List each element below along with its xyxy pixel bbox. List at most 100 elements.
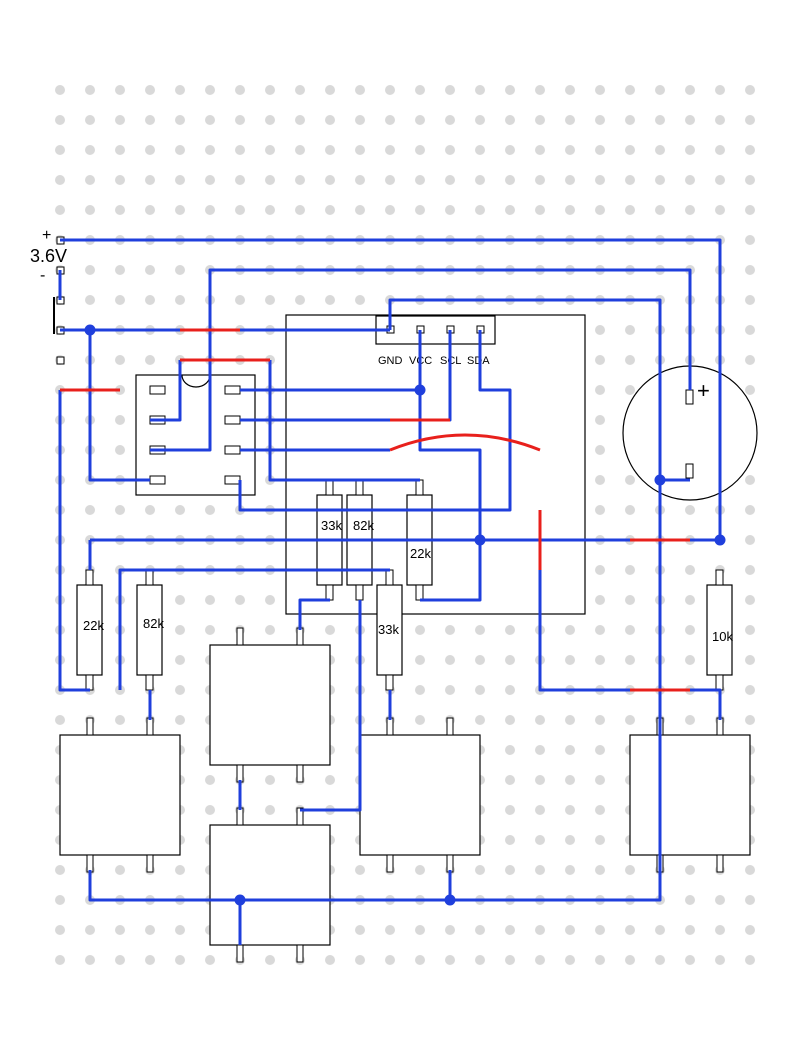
module-a <box>59 717 181 873</box>
board-hole <box>565 925 575 935</box>
board-hole <box>205 775 215 785</box>
board-hole <box>145 265 155 275</box>
ic-pin <box>224 415 241 425</box>
resistor-r5-value: 82k <box>143 616 164 631</box>
board-hole <box>565 865 575 875</box>
board-hole <box>475 625 485 635</box>
board-hole <box>565 175 575 185</box>
board-hole <box>355 925 365 935</box>
board-hole <box>145 355 155 365</box>
board-hole <box>505 685 515 695</box>
board-hole <box>625 115 635 125</box>
board-hole <box>625 655 635 665</box>
board-hole <box>175 595 185 605</box>
junction-dot <box>84 324 96 336</box>
board-hole <box>265 595 275 605</box>
board-hole <box>175 265 185 275</box>
board-hole <box>505 745 515 755</box>
board-hole <box>265 295 275 305</box>
board-hole <box>175 925 185 935</box>
board-hole <box>535 115 545 125</box>
board-hole <box>205 625 215 635</box>
board-hole <box>85 175 95 185</box>
board-hole <box>205 115 215 125</box>
board-hole <box>145 505 155 515</box>
board-hole <box>535 175 545 185</box>
board-hole <box>55 175 65 185</box>
board-hole <box>325 295 335 305</box>
board-hole <box>355 865 365 875</box>
board-hole <box>655 955 665 965</box>
board-hole <box>475 655 485 665</box>
board-hole <box>745 475 755 485</box>
board-hole <box>475 685 485 695</box>
module-d <box>359 717 481 873</box>
board-hole <box>595 505 605 515</box>
board-hole <box>115 175 125 185</box>
board-hole <box>745 385 755 395</box>
board-hole <box>295 85 305 95</box>
junction-dot <box>714 534 726 546</box>
board-hole <box>175 175 185 185</box>
junctions <box>84 324 726 906</box>
board-hole <box>625 85 635 95</box>
board-hole <box>175 115 185 125</box>
board-hole <box>415 205 425 215</box>
board-hole <box>655 205 665 215</box>
board-hole <box>385 145 395 155</box>
board-hole <box>565 955 575 965</box>
board-hole <box>685 505 695 515</box>
board-hole <box>355 115 365 125</box>
board-hole <box>745 925 755 935</box>
board-hole <box>745 175 755 185</box>
board-hole <box>295 295 305 305</box>
board-hole <box>595 475 605 485</box>
resistor-r3-value: 22k <box>410 546 431 561</box>
board-hole <box>205 805 215 815</box>
board-hole <box>445 655 455 665</box>
board-hole <box>625 385 635 395</box>
board-hole <box>595 85 605 95</box>
board-hole <box>355 295 365 305</box>
board-hole <box>565 715 575 725</box>
board-hole <box>175 625 185 635</box>
board-hole <box>265 955 275 965</box>
board-hole <box>145 175 155 185</box>
resistor-r1-value: 33k <box>321 518 342 533</box>
board-hole <box>745 325 755 335</box>
board-hole <box>745 85 755 95</box>
board-hole <box>535 145 545 155</box>
wire <box>238 330 512 512</box>
board-hole <box>325 625 335 635</box>
board-hole <box>655 85 665 95</box>
board-hole <box>85 145 95 155</box>
board-hole <box>595 325 605 335</box>
board-hole <box>55 115 65 125</box>
board-hole <box>685 115 695 125</box>
board-hole <box>115 415 125 425</box>
board-hole <box>625 925 635 935</box>
board-hole <box>325 115 335 125</box>
board-hole <box>295 175 305 185</box>
board-hole <box>55 205 65 215</box>
board-hole <box>625 325 635 335</box>
board-hole <box>475 175 485 185</box>
battery-minus-label: - <box>40 267 45 284</box>
board-hole <box>505 85 515 95</box>
board-hole <box>145 295 155 305</box>
board-hole <box>445 115 455 125</box>
board-hole <box>475 715 485 725</box>
board-hole <box>175 865 185 875</box>
board-hole <box>265 175 275 185</box>
board-hole <box>595 385 605 395</box>
board-hole <box>55 85 65 95</box>
board-hole <box>445 205 455 215</box>
board-hole <box>175 715 185 725</box>
board-hole <box>505 205 515 215</box>
board-hole <box>445 145 455 155</box>
board-hole <box>115 715 125 725</box>
board-hole <box>595 445 605 455</box>
board-hole <box>415 715 425 725</box>
board-hole <box>175 205 185 215</box>
